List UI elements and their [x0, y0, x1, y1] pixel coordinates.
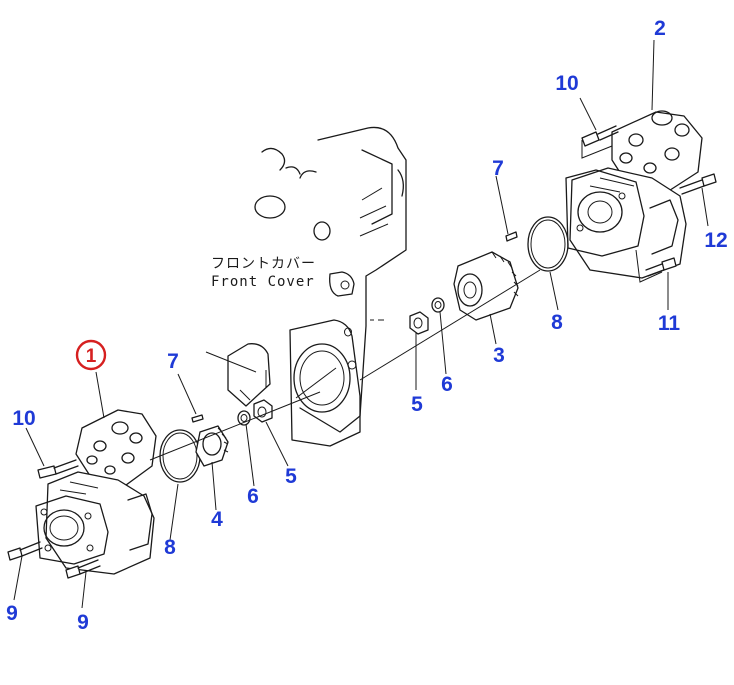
front-cover-label-en: Front Cover: [211, 274, 315, 290]
callout-6-left[interactable]: 6: [247, 485, 259, 508]
callout-8-left[interactable]: 8: [164, 536, 176, 559]
callout-6-right[interactable]: 6: [441, 373, 453, 396]
callout-7-left[interactable]: 7: [167, 350, 179, 373]
callout-1-circle: [75, 339, 107, 371]
bolt-9-left-a: [7, 541, 43, 561]
bolt-12-right: [679, 173, 717, 195]
air-compressor-left: [35, 409, 157, 575]
leader-lines: [13, 39, 709, 609]
nut-5-right: [409, 311, 429, 335]
bolt-10-right: [581, 125, 619, 147]
callouts: 1 2 3 4 5 5 6 6 7 7 8 8 9 9 10 10 11 12: [6, 17, 728, 634]
callout-5-left[interactable]: 5: [285, 465, 297, 488]
bolt-10-left: [37, 459, 79, 479]
nut-5-left: [253, 399, 273, 423]
pin-7-right: [505, 231, 518, 242]
pin-7-left: [191, 414, 204, 423]
bolt-11-right: [645, 257, 677, 277]
front-cover-label-jp: フロントカバー: [211, 256, 316, 272]
callout-11[interactable]: 11: [658, 312, 681, 335]
front-cover-outline: [205, 126, 407, 447]
assembly-axis-lines: [149, 269, 541, 461]
callout-9-a[interactable]: 9: [6, 602, 18, 625]
callout-3[interactable]: 3: [493, 344, 505, 367]
callout-5-right[interactable]: 5: [411, 393, 423, 416]
callout-2[interactable]: 2: [654, 17, 666, 40]
callout-10-right[interactable]: 10: [555, 72, 578, 95]
callout-4[interactable]: 4: [211, 508, 223, 531]
washer-6-right: [431, 297, 445, 313]
callout-12[interactable]: 12: [704, 229, 727, 252]
air-compressor-right: [565, 110, 703, 279]
callout-1[interactable]: 1: [86, 346, 97, 367]
bolt-9-left-b: [65, 559, 101, 579]
o-ring-8-right: [527, 216, 569, 272]
washer-6-left: [237, 410, 251, 426]
gear-4-left: [195, 425, 229, 467]
callout-9-b[interactable]: 9: [77, 611, 89, 634]
o-ring-8-left: [159, 429, 201, 483]
callout-7-right[interactable]: 7: [492, 157, 504, 180]
callout-8-right[interactable]: 8: [551, 311, 563, 334]
callout-10-left[interactable]: 10: [12, 407, 35, 430]
coupling-3: [453, 251, 519, 321]
